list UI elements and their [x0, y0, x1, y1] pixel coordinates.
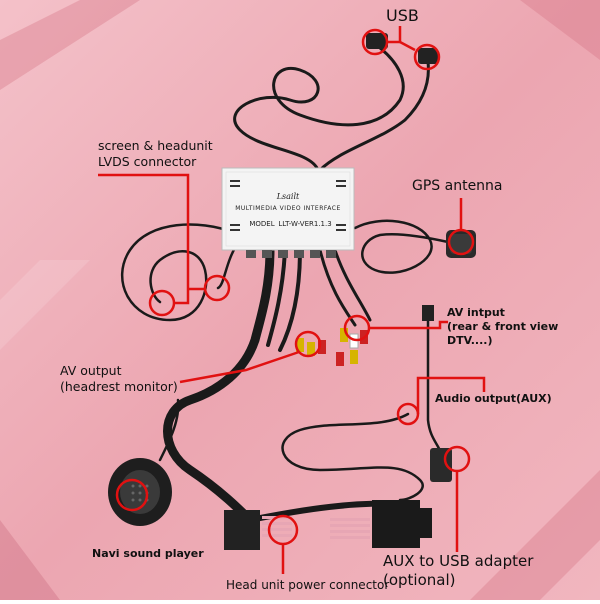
av-input-label: AV intput (rear & front view DTV....)	[447, 306, 558, 347]
aux-line1: AUX to USB adapter	[383, 552, 533, 571]
module-subtitle: MULTIMEDIA VIDEO INTERFACE	[235, 205, 341, 212]
module-brand: Lsailt	[276, 192, 300, 201]
av-output-label: AV output (headrest monitor)	[60, 363, 178, 394]
gps-label: GPS antenna	[412, 178, 503, 196]
av-input-line2: (rear & front view	[447, 320, 558, 334]
lvds-label-line2: LVDS connector	[98, 154, 213, 170]
lvds-label-line1: screen & headunit	[98, 138, 213, 154]
module-model-label: MODEL	[249, 220, 274, 228]
usb-label: USB	[386, 6, 419, 26]
audio-output-label: Audio output(AUX)	[435, 392, 552, 406]
lvds-label: screen & headunit LVDS connector	[98, 138, 213, 169]
aux-line2: (optional)	[383, 571, 533, 590]
av-output-line2: (headrest monitor)	[60, 379, 178, 395]
power-connector-label: Head unit power connector	[226, 578, 389, 593]
interface-module: Lsailt MULTIMEDIA VIDEO INTERFACE MODEL …	[222, 168, 354, 258]
av-output-line1: AV output	[60, 363, 178, 379]
navi-sound-label: Navi sound player	[92, 547, 204, 561]
aux-adapter-label: AUX to USB adapter (optional)	[383, 552, 533, 590]
av-input-line3: DTV....)	[447, 334, 558, 348]
module-model: LLT-W-VER1.1.3	[278, 220, 331, 228]
av-input-line1: AV intput	[447, 306, 558, 320]
